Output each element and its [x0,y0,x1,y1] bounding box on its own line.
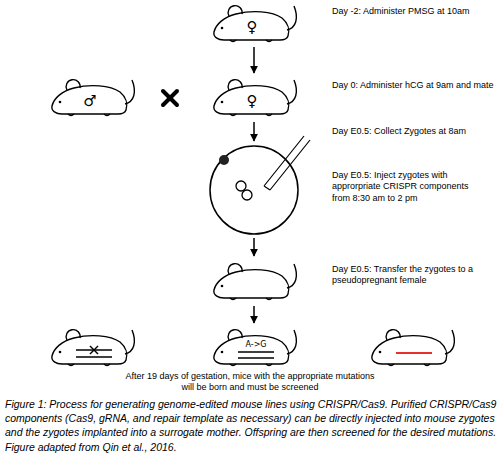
flow-arrow [253,122,255,141]
step-text: Day E0.5: Transfer the zygotes to a pseu… [332,264,492,287]
step-text: Day -2: Administer PMSG at 10am [332,6,498,17]
knockin-mouse [372,330,455,366]
figure-caption: Figure 1: Process for generating genome-… [5,397,497,454]
mouse-outline [52,80,135,116]
step-text: Day E0.5: Collect Zygotes at 8am [332,126,498,137]
female-mouse: ♀ [208,2,300,44]
point-mutant-mouse: A->G [208,326,300,368]
flow-arrow [253,47,255,73]
flow-arrow [253,306,255,323]
mouse-outline [214,330,297,366]
mated-female-mouse: ♀ [208,76,300,118]
outcome-note: After 19 days of gestation, mice with th… [125,371,375,394]
flow-arrow [253,238,255,256]
mating-cross [163,91,177,105]
knockout-mouse [52,330,135,366]
male-mouse: ♂ [46,76,138,118]
inserted-gene [396,352,432,354]
mouse-outline [214,6,297,42]
sex-symbol: ♀ [247,94,258,109]
sex-symbol: ♀ [247,20,258,35]
injection-needle [264,136,310,190]
disrupted-gene [76,346,112,357]
edited-gene [238,352,274,358]
mutation-label: A->G [245,341,266,349]
step-text: Day E0.5: Inject zygotes with approrpria… [332,170,477,204]
sex-symbol: ♂ [83,94,96,109]
mouse-outline [214,80,297,116]
surrogate-mouse [214,264,297,300]
step-text: Day 0: Administer hCG at 9am and mate [332,80,498,91]
